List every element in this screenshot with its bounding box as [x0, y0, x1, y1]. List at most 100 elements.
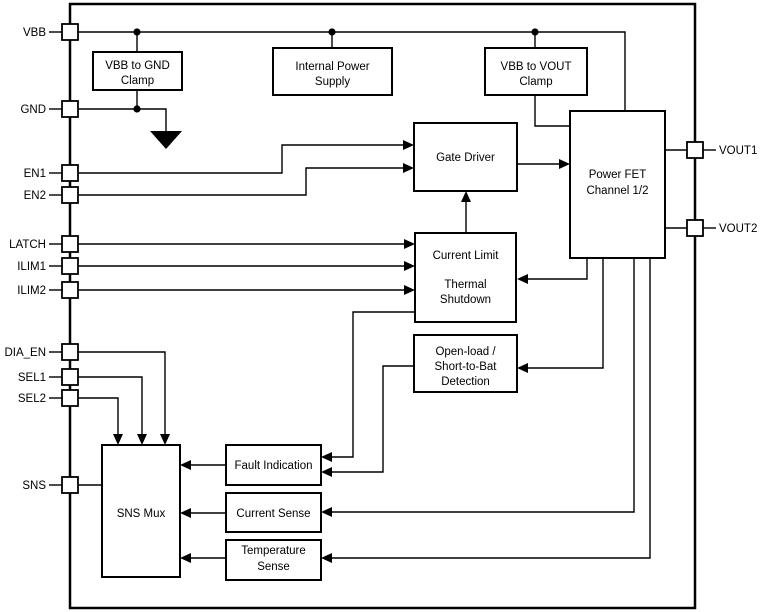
wire-en2 [78, 167, 404, 196]
wire-gnd [78, 108, 167, 131]
block-current-limit-label: Thermal [444, 279, 486, 291]
pin-ilim1 [61, 257, 79, 275]
pins-right: VOUT1 VOUT2 [686, 141, 757, 237]
pin-label-en1: EN1 [24, 168, 46, 180]
arrow-fet-tempsense-icon [321, 553, 332, 563]
pin-sel2 [61, 389, 79, 407]
wire-fet-to-openload [522, 258, 604, 369]
block-current-limit-label: Current Limit [433, 250, 500, 262]
ground-icon [150, 131, 182, 149]
block-internal-power-supply-label: Internal Power [295, 61, 369, 73]
junction-dots [133, 28, 539, 113]
arrow-en1-icon [403, 140, 414, 150]
pin-sel1 [61, 368, 79, 386]
arrow-sel1-snsmux-icon [137, 434, 147, 445]
block-current-sense [225, 492, 322, 533]
pin-label-dia-en: DIA_EN [4, 347, 46, 359]
junction-dot [531, 28, 539, 36]
block-open-load-label: Detection [441, 376, 490, 388]
wire-fet-to-currentlimit [522, 258, 588, 280]
wire-vbb-rail [78, 31, 626, 111]
arrow-tempsense-snsmux-icon [180, 553, 191, 563]
pin-label-vbb: VBB [23, 27, 46, 39]
pin-label-latch: LATCH [9, 239, 46, 251]
arrow-fet-currentlimit-icon [517, 274, 528, 284]
wires [78, 31, 687, 559]
junction-dot [133, 105, 141, 113]
wire-currentlimit-to-fault [326, 311, 415, 458]
arrow-en2-icon [403, 163, 414, 173]
wire-voutclamp-to-fet [534, 95, 570, 127]
block-vbb-vout-clamp-label: Clamp [519, 76, 552, 88]
pin-en1 [61, 164, 79, 182]
pin-label-vout2: VOUT2 [719, 223, 757, 235]
pin-en2 [61, 186, 79, 204]
junction-dot [328, 28, 336, 36]
pin-label-vout1: VOUT1 [719, 145, 757, 157]
arrow-currentlimit-up-icon [461, 191, 471, 202]
pin-latch [61, 235, 79, 253]
arrow-currentlimit-fault-icon [321, 452, 332, 462]
pin-vout1 [686, 141, 704, 159]
pin-label-sel2: SEL2 [18, 393, 46, 405]
block-temperature-sense-label: Sense [257, 561, 290, 573]
arrow-sel2-snsmux-icon [113, 434, 123, 445]
arrow-fault-snsmux-icon [180, 460, 191, 470]
block-vbb-vout-clamp [484, 47, 588, 96]
block-current-limit-thermal-shutdown [414, 232, 517, 323]
pin-label-sel1: SEL1 [18, 372, 46, 384]
block-current-limit-label: Shutdown [440, 294, 491, 306]
block-power-fet [569, 110, 666, 259]
pin-dia-en [61, 343, 79, 361]
pin-gnd [61, 100, 79, 118]
arrow-latch-icon [404, 239, 415, 249]
wire-sel1 [78, 376, 143, 440]
block-fault-indication-label: Fault Indication [235, 460, 313, 472]
arrowheads [113, 140, 570, 563]
wire-fet-to-currentsense [326, 258, 635, 513]
block-vbb-gnd-clamp [92, 51, 183, 91]
block-fault-indication [225, 444, 322, 486]
wire-dia-en [78, 351, 166, 440]
pin-label-sns: SNS [22, 480, 46, 492]
block-power-fet-label: Channel 1/2 [586, 185, 648, 197]
block-open-load-detection [413, 334, 518, 393]
wire-sel2 [78, 397, 119, 440]
pins-left: VBB GND EN1 EN2 LATCH ILIM1 ILIM2 DIA_EN… [4, 23, 79, 494]
block-gate-driver [413, 122, 518, 192]
wire-en1 [78, 144, 404, 174]
pin-vbb [61, 23, 79, 41]
arrow-currentsense-snsmux-icon [180, 508, 191, 518]
arrow-fet-currentsense-icon [321, 507, 332, 517]
pin-label-ilim2: ILIM2 [17, 285, 46, 297]
pin-label-gnd: GND [20, 104, 46, 116]
pin-ilim2 [61, 281, 79, 299]
block-open-load-label: Short-to-Bat [435, 361, 498, 373]
junction-dot [133, 28, 141, 36]
arrow-fet-openload-icon [517, 363, 528, 373]
block-current-sense-label: Current Sense [236, 508, 310, 520]
pin-label-en2: EN2 [24, 190, 46, 202]
arrow-gatedriver-out-icon [559, 159, 570, 169]
block-sns-mux [101, 444, 181, 578]
block-power-fet-label: Power FET [589, 169, 647, 181]
block-vbb-vout-clamp-label: VBB to VOUT [501, 61, 572, 73]
block-sns-mux-label: SNS Mux [117, 508, 166, 520]
blocks: VBB to GND Clamp Internal Power Supply V… [92, 47, 666, 581]
arrow-openload-fault-icon [321, 467, 332, 477]
wire-fet-to-tempsense [326, 258, 651, 559]
pin-sns [61, 476, 79, 494]
block-gate-driver-label: Gate Driver [436, 152, 495, 164]
block-temperature-sense-label: Temperature [241, 545, 306, 557]
pin-vout2 [686, 219, 704, 237]
pin-label-ilim1: ILIM1 [17, 261, 46, 273]
block-temperature-sense [225, 539, 322, 581]
device-boundary [68, 2, 697, 610]
block-internal-power-supply [272, 47, 393, 96]
block-vbb-gnd-clamp-label: Clamp [121, 75, 154, 87]
block-vbb-gnd-clamp-label: VBB to GND [105, 60, 170, 72]
arrow-ilim1-icon [404, 261, 415, 271]
arrow-ilim2-icon [404, 285, 415, 295]
arrow-diaen-snsmux-icon [160, 434, 170, 445]
